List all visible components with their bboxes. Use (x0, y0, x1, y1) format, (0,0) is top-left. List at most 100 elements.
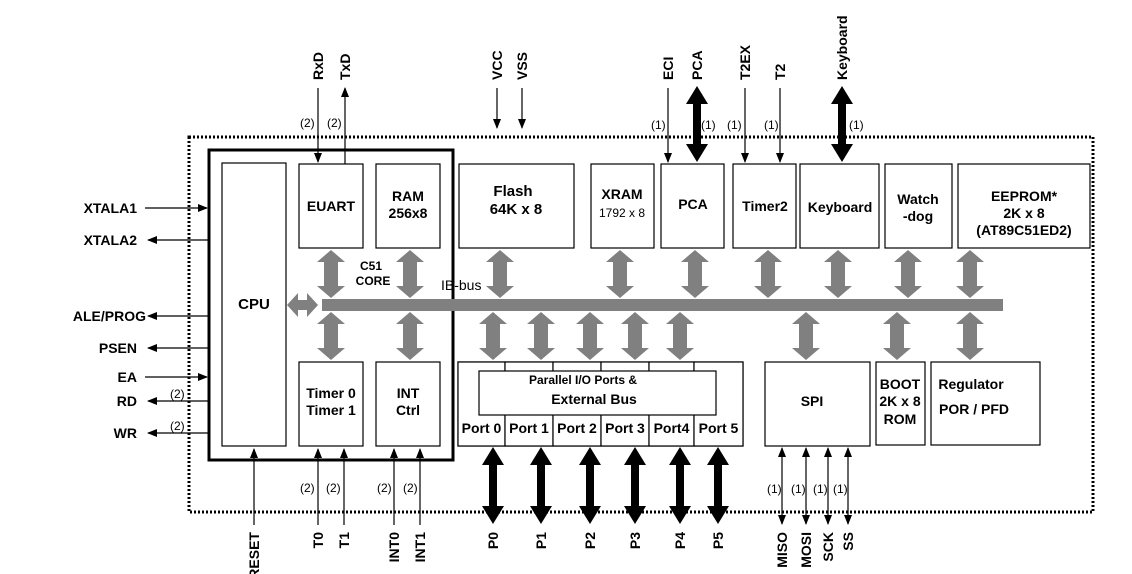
xram-size: 1792 x 8 (599, 206, 645, 220)
watchdog-block (884, 163, 953, 249)
top-signal-label: T2 (772, 63, 788, 80)
signal-count: (2) (327, 116, 342, 130)
flash-size: 64K x 8 (490, 201, 543, 218)
parallel-io-label: Parallel I/O Ports & (529, 373, 637, 387)
chip-boundary (187, 135, 1095, 514)
signal-count: (2) (170, 419, 185, 433)
keyboard-label: Keyboard (808, 199, 873, 215)
ib-bus (322, 299, 1003, 311)
ram-label: RAM (392, 188, 424, 204)
top-signal-label: RxD (310, 52, 326, 80)
parallel-io-block (478, 370, 717, 416)
xram-block (590, 163, 655, 249)
timer01-block (298, 361, 364, 447)
top-signal-label: Keyboard (834, 15, 850, 80)
int-ctrl-block (375, 361, 441, 447)
bus-double-arrow (527, 312, 555, 360)
flash-label: Flash (493, 183, 532, 200)
bottom-signal-label: T1 (336, 532, 352, 549)
left-signal-label: WR (114, 425, 137, 441)
signal-count: (1) (767, 482, 782, 496)
pca-label: PCA (678, 196, 708, 212)
bottom-signal-label: T0 (310, 532, 326, 549)
bidirectional-bus-arrow (530, 447, 552, 524)
bottom-signal-label: INT0 (386, 532, 402, 563)
bus-double-arrow (956, 250, 984, 298)
ram-block (375, 163, 441, 249)
left-signal-label: XTALA1 (84, 200, 138, 216)
signal-count: (1) (791, 482, 806, 496)
bus-double-arrow (666, 312, 694, 360)
por-pfd-label: POR / PFD (939, 401, 1009, 417)
eeprom-label: EEPROM* (991, 188, 1058, 204)
bottom-signal-label: P3 (627, 532, 643, 549)
core-label-2: CORE (356, 274, 391, 288)
bus-double-arrow (576, 312, 604, 360)
timer2-block (732, 163, 797, 249)
port-label: Port 1 (509, 420, 549, 436)
port-label: Port 5 (699, 420, 739, 436)
bus-double-arrow (606, 250, 634, 298)
top-signal-label: VCC (489, 50, 505, 80)
keyboard-block (799, 163, 880, 249)
signal-count: (1) (849, 118, 864, 132)
bus-double-arrow (317, 250, 345, 298)
regulator-block (930, 361, 1041, 446)
bottom-signal-label: MISO (774, 532, 790, 568)
signal-count: (1) (651, 118, 666, 132)
signal-count: (2) (377, 481, 392, 495)
boot-size: 2K x 8 (879, 393, 920, 409)
timer0-label: Timer 0 (306, 385, 356, 401)
left-signal-label: ALE/PROG (73, 308, 146, 324)
boot-rom-block (875, 361, 926, 446)
bottom-signal-label: SS (840, 532, 856, 551)
top-signal-label: TxD (337, 54, 353, 80)
bidirectional-bus-arrow (482, 447, 504, 524)
signal-count: (2) (300, 116, 315, 130)
bus-double-arrow (486, 250, 514, 298)
ram-size: 256x8 (389, 205, 428, 221)
spi-label: SPI (801, 393, 824, 409)
bottom-signal-label: P0 (485, 532, 501, 549)
port-label: Port 3 (605, 420, 645, 436)
bus-arrows (317, 250, 984, 360)
left-signal-label: PSEN (99, 340, 137, 356)
bottom-signal-label: RESET (246, 532, 262, 574)
left-signal-label: XTALA2 (84, 232, 138, 248)
bidirectional-bus-arrow (579, 447, 601, 524)
core-label: C51 (360, 259, 382, 273)
bottom-signal-label: MOSI (798, 532, 814, 568)
external-bus-label: External Bus (551, 391, 637, 407)
bidirectional-bus-arrow (707, 447, 729, 524)
euart-label: EUART (307, 198, 356, 214)
bottom-signal-label: P4 (672, 532, 688, 549)
regulator-label: Regulator (938, 376, 1004, 392)
ib-bus-label: IB-bus (441, 277, 481, 293)
int-label: INT (397, 385, 420, 401)
pca-block (660, 163, 725, 249)
signal-count: (1) (727, 118, 742, 132)
eeprom-size: 2K x 8 (1003, 205, 1044, 221)
signal-count: (2) (326, 481, 341, 495)
bus-double-arrow (681, 250, 709, 298)
bus-double-arrow (754, 250, 782, 298)
signal-count: (2) (170, 387, 185, 401)
watchdog-label: Watch (897, 191, 938, 207)
eeprom-variant: (AT89C51ED2) (976, 222, 1071, 238)
xram-label: XRAM (601, 186, 642, 202)
top-signal-label: PCA (689, 50, 705, 80)
port-label: Port 2 (557, 420, 597, 436)
cpu-block (221, 162, 287, 447)
ctrl-label: Ctrl (396, 402, 420, 418)
left-signal-label: EA (118, 369, 137, 385)
bottom-signal-label: INT1 (412, 532, 428, 563)
flash-block (458, 163, 575, 249)
boot-label: BOOT (880, 376, 921, 392)
bus-double-arrow (894, 250, 922, 298)
bottom-signal-label: P5 (710, 532, 726, 549)
signal-count: (1) (764, 118, 779, 132)
signal-count: (1) (813, 482, 828, 496)
eeprom-block (957, 163, 1091, 249)
bus-double-arrow (396, 250, 424, 298)
